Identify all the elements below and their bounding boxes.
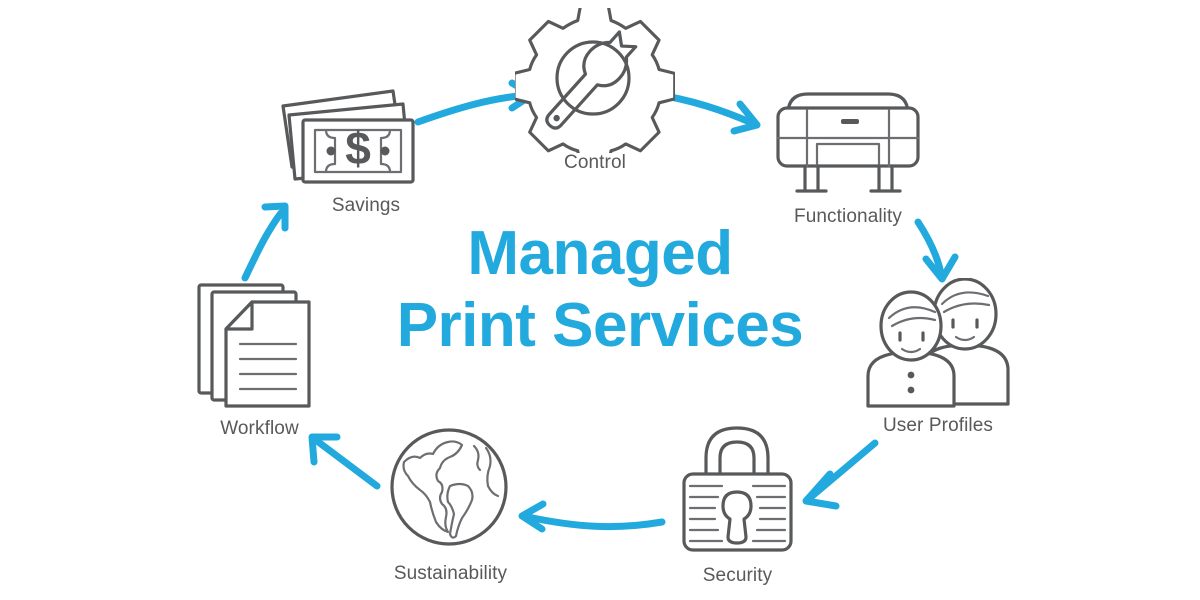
node-user-profiles[interactable]: User Profiles xyxy=(848,277,1028,437)
two-users-icon xyxy=(856,277,1021,418)
page-title: Managed Print Services xyxy=(0,218,1200,362)
node-functionality-label: Functionality xyxy=(794,206,902,227)
globe-icon xyxy=(386,424,516,559)
node-security-label: Security xyxy=(702,565,773,586)
node-workflow[interactable]: Workflow xyxy=(182,278,337,440)
node-user-profiles-label: User Profiles xyxy=(882,415,994,436)
node-control[interactable]: Control xyxy=(505,3,685,174)
gear-wrench-icon xyxy=(512,3,677,169)
document-stack-icon xyxy=(190,278,330,415)
node-savings-label: Savings xyxy=(331,195,401,216)
node-sustainability[interactable]: Sustainability xyxy=(373,424,528,585)
arrow-security-to-sustainability xyxy=(518,500,666,533)
node-control-label: Control xyxy=(564,152,626,173)
padlock-icon xyxy=(670,418,805,563)
arrow-user-profiles-to-security xyxy=(802,439,879,510)
arrow-sustainability-to-workflow xyxy=(308,433,381,490)
node-sustainability-label: Sustainability xyxy=(393,563,508,584)
page-title-line-1: Managed xyxy=(467,219,733,288)
node-functionality[interactable]: Functionality xyxy=(758,80,938,228)
node-savings[interactable]: $ Savings xyxy=(253,78,443,217)
node-security[interactable]: Security xyxy=(660,418,815,587)
svg-text:$: $ xyxy=(345,122,371,174)
wide-format-printer-icon xyxy=(763,80,933,203)
node-workflow-label: Workflow xyxy=(220,418,299,439)
banknotes-dollar-icon: $ xyxy=(263,78,433,198)
page-title-line-2: Print Services xyxy=(396,291,804,360)
